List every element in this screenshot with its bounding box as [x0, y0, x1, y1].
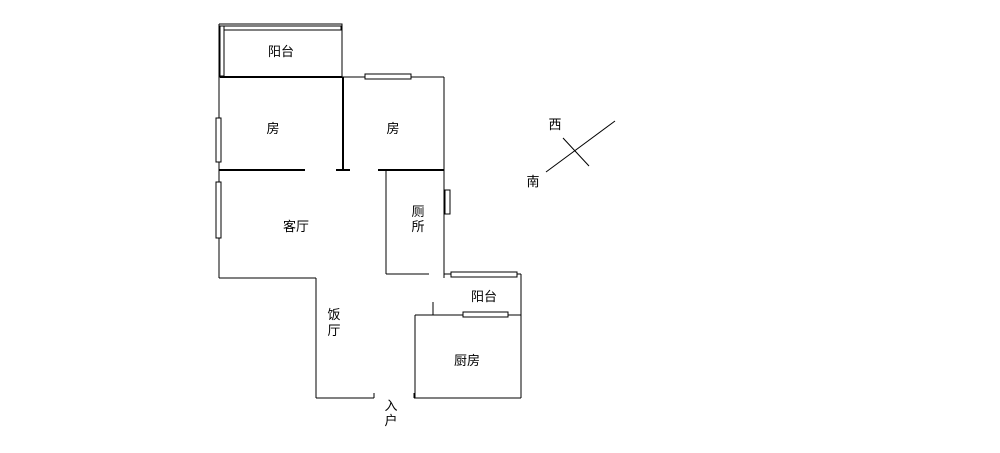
window-balcony-bottom [450, 271, 518, 278]
compass: 西 南 [526, 118, 616, 190]
compass-line-2 [562, 137, 590, 167]
window-balcony-top [220, 25, 342, 31]
label-dining-line1: 饭 [327, 308, 340, 323]
label-balcony-bottom: 阳台 [471, 290, 497, 305]
compass-west: 西 [548, 118, 561, 133]
label-kitchen: 厨房 [454, 353, 480, 369]
window-left-bedroom [215, 117, 222, 163]
compass-south: 南 [526, 174, 539, 190]
label-bedroom-left: 房 [266, 121, 279, 137]
label-toilet-line2: 所 [411, 220, 424, 235]
label-living-room: 客厅 [283, 219, 309, 235]
room-labels: 阳台 房 房 客厅 厕 所 饭 厅 阳台 厨房 入 户 [266, 45, 497, 429]
window-right-bedroom [364, 73, 412, 80]
label-dining-line2: 厅 [327, 324, 340, 339]
window-balcony-side [219, 25, 225, 77]
windows [215, 25, 518, 318]
window-toilet [444, 189, 451, 215]
compass-line-1 [545, 120, 616, 173]
window-kitchen [462, 311, 509, 318]
label-toilet-line1: 厕 [411, 205, 424, 220]
label-balcony-top: 阳台 [268, 45, 294, 60]
walls [218, 23, 522, 399]
label-bedroom-right: 房 [386, 121, 399, 137]
window-living-room [215, 181, 222, 239]
label-entrance-line1: 入 [384, 399, 397, 414]
label-entrance-line2: 户 [384, 413, 397, 429]
